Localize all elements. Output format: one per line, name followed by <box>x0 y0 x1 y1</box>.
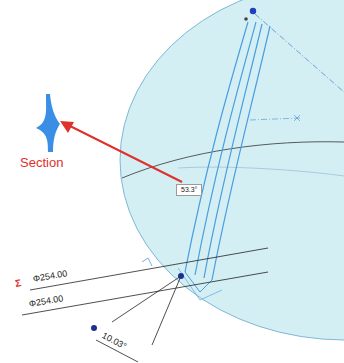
section-arrow <box>66 124 182 182</box>
section-profile <box>36 94 60 152</box>
point-dot <box>91 325 97 331</box>
arrow-head <box>60 121 74 133</box>
sum-symbol: Σ <box>14 277 22 289</box>
dimension-line <box>30 248 268 290</box>
dimension-value: Φ254.00 <box>32 269 68 285</box>
sketch-mark <box>142 258 152 266</box>
point-dot <box>178 273 184 279</box>
dimension-box: 53.3° <box>176 184 202 196</box>
inner-edge <box>178 167 344 176</box>
equator-line <box>122 142 344 178</box>
angle-leader <box>112 276 181 345</box>
point-dot <box>250 8 256 14</box>
dimension-value: Φ254.00 <box>28 294 64 310</box>
axis-line <box>255 14 344 92</box>
sphere-body <box>120 0 344 340</box>
angle-value: 53.3° <box>181 186 197 194</box>
point-dot <box>244 17 248 21</box>
rib-band <box>185 22 270 280</box>
callout-label: Section <box>20 156 63 170</box>
center-mark <box>294 115 300 121</box>
rib-end <box>185 272 212 292</box>
center-line <box>250 118 300 120</box>
